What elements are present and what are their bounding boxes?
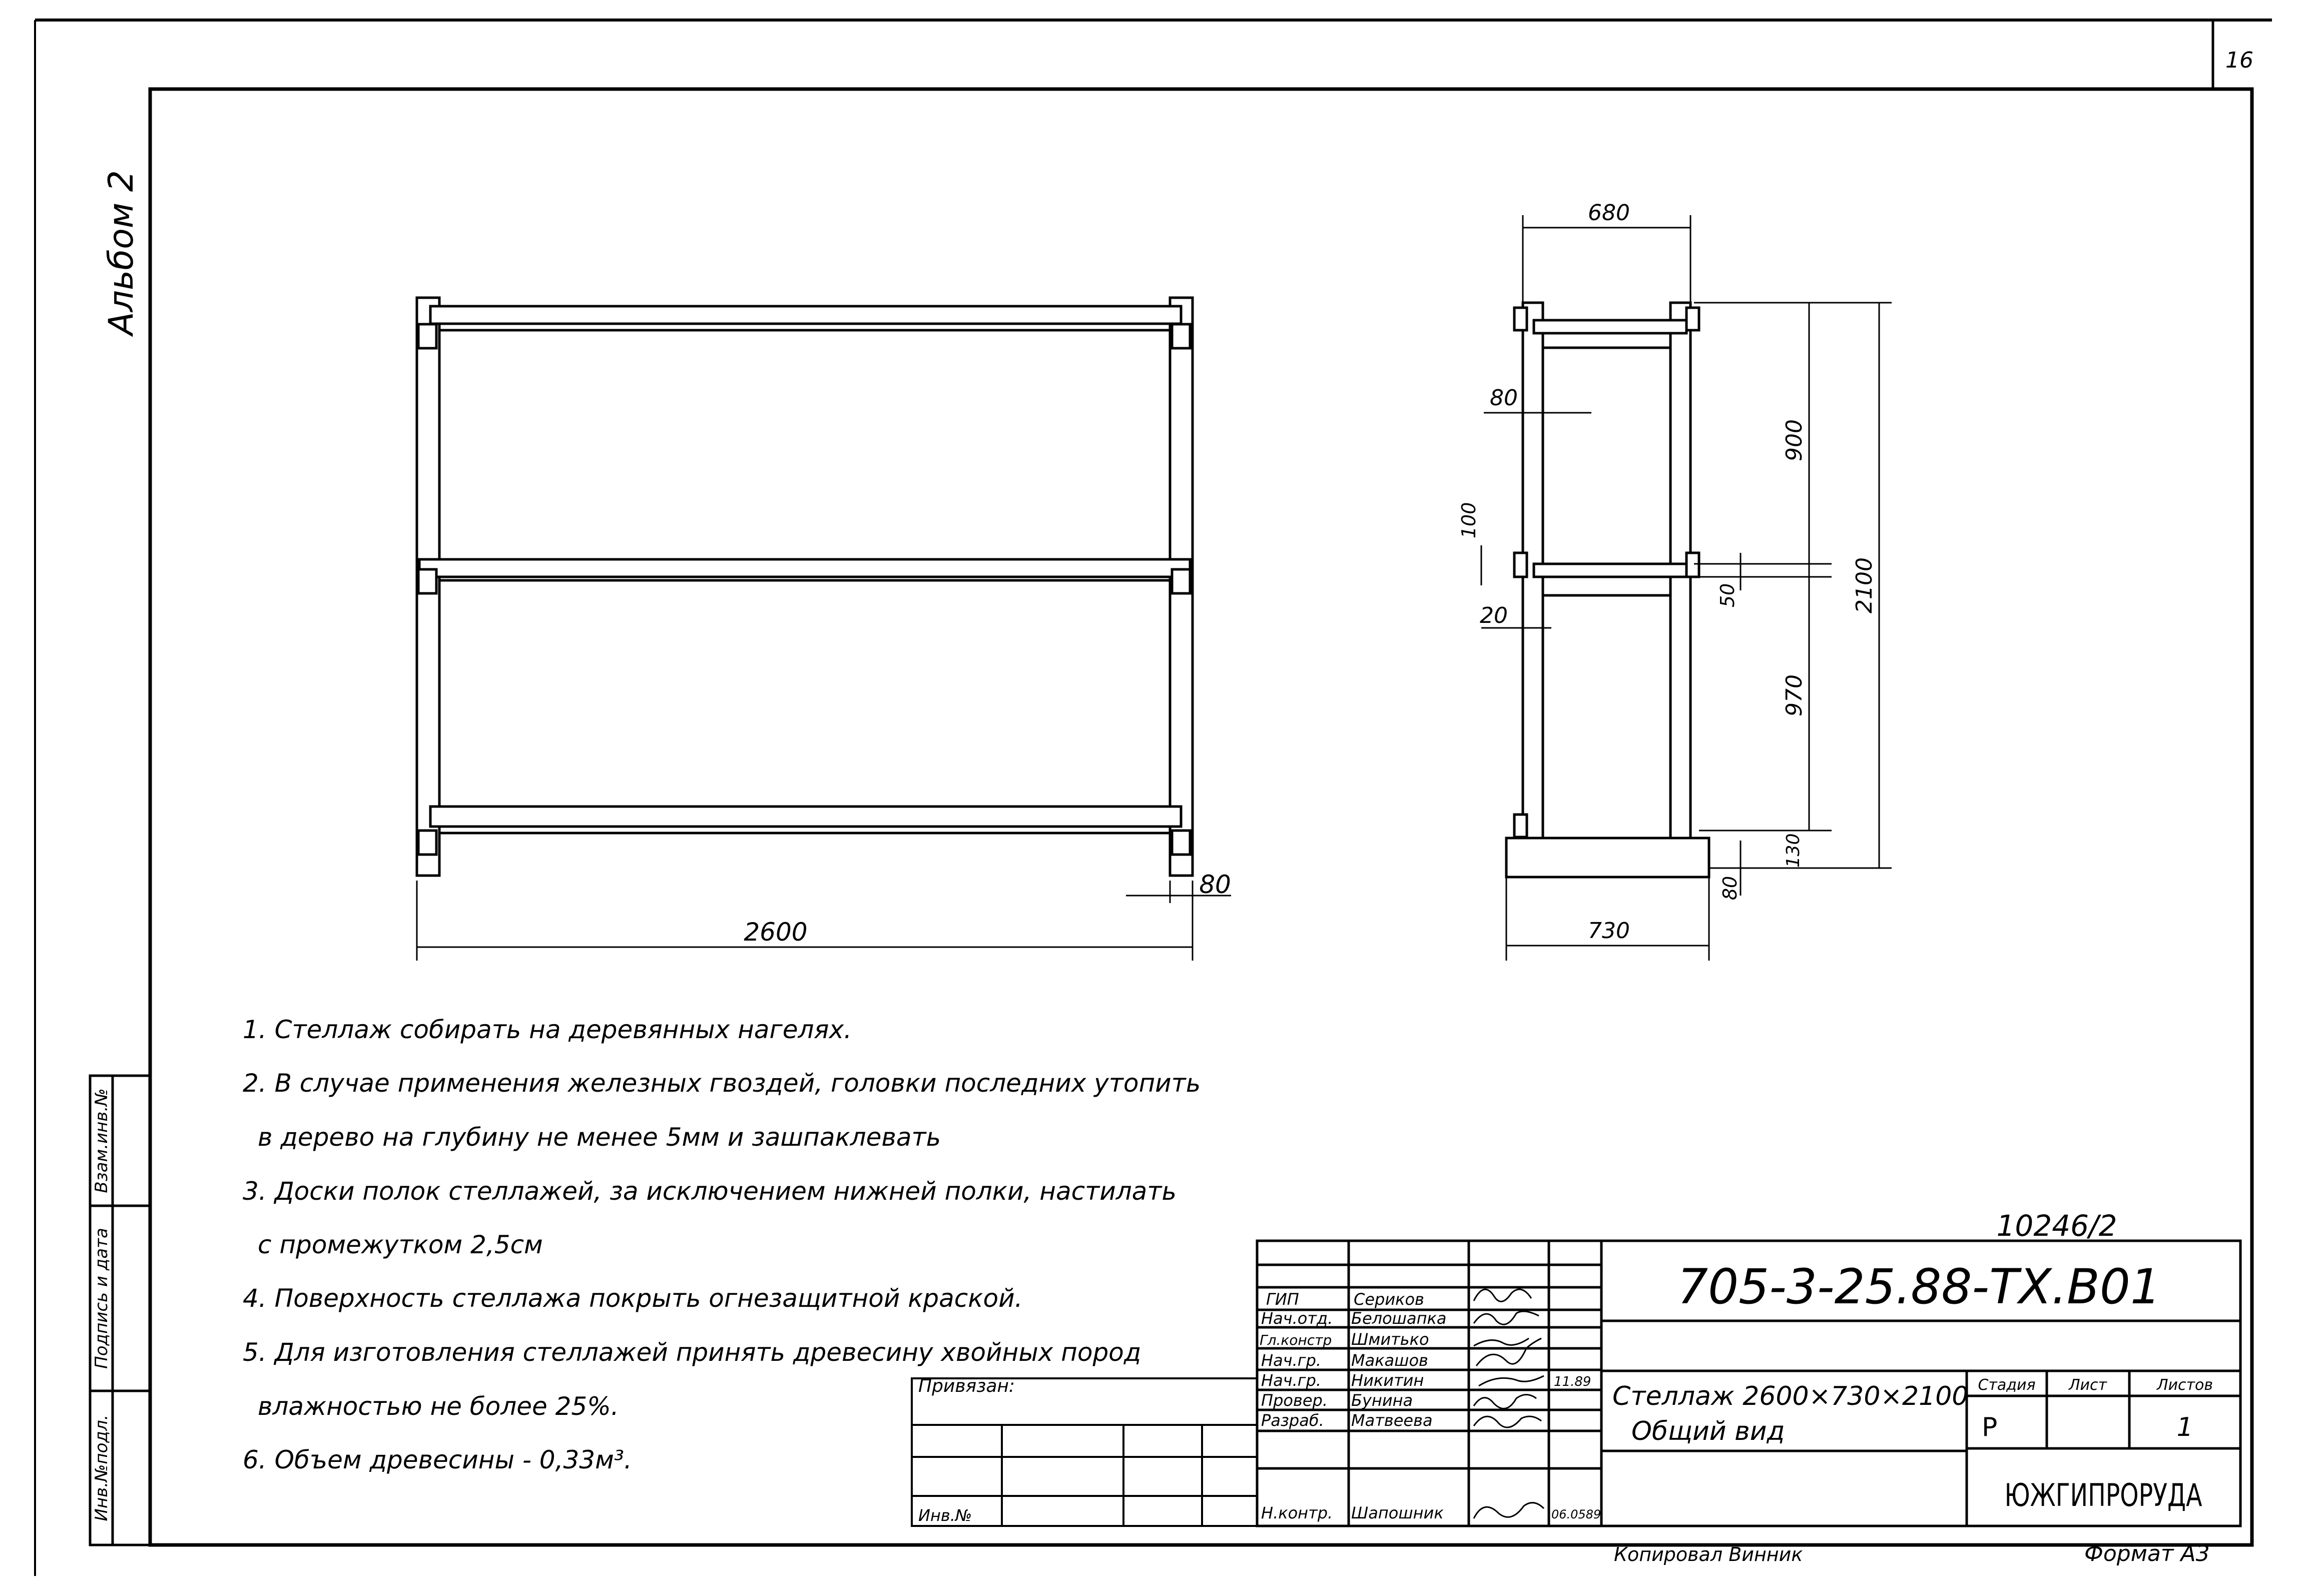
copied-by: Копировал Винник xyxy=(1614,1543,1803,1565)
drawing-frame xyxy=(34,19,2272,1576)
album-label: Альбом 2 xyxy=(102,170,141,337)
dim-side-base: 80 xyxy=(1719,876,1741,900)
note-line: 5. Для изготовления стеллажей принять др… xyxy=(243,1338,1141,1367)
stage-value: Р xyxy=(1982,1412,1997,1442)
sheets-label: Листов xyxy=(2156,1376,2213,1394)
stage-label: Стадия xyxy=(1978,1376,2035,1394)
sig-name: Бунина xyxy=(1351,1391,1413,1410)
left-margin-inv-podl: Инв.№подл. xyxy=(92,1415,112,1521)
sig-role: Провер. xyxy=(1261,1391,1328,1410)
sig-role: Нач.гр. xyxy=(1261,1371,1321,1390)
binding-privyazan: Привязан: xyxy=(918,1376,1015,1396)
title-designation: 705-3-25.88-ТХ.В01 xyxy=(1677,1259,2161,1315)
note-line: 6. Объем древесины - 0,33м³. xyxy=(243,1445,632,1474)
dim-side-shelf-thickness: 50 xyxy=(1716,583,1739,607)
sig-name: Сериков xyxy=(1354,1290,1424,1309)
left-margin-vzam-inv: Взам.инв.№ xyxy=(92,1088,112,1193)
dim-side-gap: 20 xyxy=(1480,603,1508,628)
dim-side-shelf-height-upper: 900 xyxy=(1782,419,1807,461)
sheet-label: Лист xyxy=(2068,1376,2108,1394)
organization: ЮЖГИПРОРУДА xyxy=(2005,1477,2202,1513)
note-line: с промежутком 2,5см xyxy=(258,1230,543,1259)
note-line: 1. Стеллаж собирать на деревянных нагеля… xyxy=(243,1015,852,1044)
rack-side-view xyxy=(1505,301,1710,879)
front-view-dimensions xyxy=(416,881,1231,961)
sig-name: Белошапка xyxy=(1351,1309,1446,1328)
binding-inv-no: Инв.№ xyxy=(918,1506,972,1525)
title-block xyxy=(1256,1239,2242,1527)
handwritten-signatures xyxy=(1473,1288,1545,1519)
sig-role: Нач.гр. xyxy=(1261,1351,1321,1370)
sig-name: Матвеева xyxy=(1351,1411,1433,1430)
sig-role: ГИП xyxy=(1266,1290,1299,1309)
note-line: 4. Поверхность стеллажа покрыть огнезащи… xyxy=(243,1284,1022,1313)
format-label: Формат А3 xyxy=(2084,1541,2210,1566)
note-line: влажностью не более 25%. xyxy=(258,1392,619,1421)
sig-role: Нач.отд. xyxy=(1261,1309,1333,1328)
left-margin-podpis-data: Подпись и дата xyxy=(92,1228,112,1369)
sheets-value: 1 xyxy=(2176,1412,2193,1442)
sig-role: Н.контр. xyxy=(1261,1503,1333,1522)
rack-front-view xyxy=(415,296,1194,877)
dim-front-width: 2600 xyxy=(744,918,807,947)
note-line: в дерево на глубину не менее 5мм и зашпа… xyxy=(258,1123,941,1152)
dim-side-post-width: 80 xyxy=(1490,385,1518,411)
handwritten-number: 10246/2 xyxy=(1997,1209,2117,1243)
note-line: 3. Доски полок стеллажей, за исключением… xyxy=(243,1177,1177,1206)
dim-side-bottom-shelf: 130 xyxy=(1783,834,1804,868)
dim-side-base-width: 730 xyxy=(1588,918,1630,944)
sig-name: Шмитько xyxy=(1351,1330,1429,1349)
sig-name: Шапошник xyxy=(1351,1503,1444,1522)
dim-side-top-width: 680 xyxy=(1588,200,1630,226)
sig-role: Разраб. xyxy=(1261,1411,1324,1430)
sig-name: Макашов xyxy=(1351,1351,1428,1370)
title-line1: Стеллаж 2600×730×2100 xyxy=(1612,1381,1968,1411)
notes: 1. Стеллаж собирать на деревянных нагеля… xyxy=(243,1015,1201,1474)
dim-side-shelf-height-lower: 970 xyxy=(1782,674,1807,716)
left-margin-stamp xyxy=(89,1074,152,1546)
sheet-corner-number: 16 xyxy=(2225,48,2253,73)
sig-role: Гл.констр xyxy=(1260,1332,1332,1348)
dim-front-post: 80 xyxy=(1199,870,1231,899)
sig-date: 11.89 xyxy=(1554,1374,1591,1389)
sig-date: 06.0589 xyxy=(1551,1507,1601,1521)
dim-side-board-thickness: 100 xyxy=(1458,502,1480,539)
title-line2: Общий вид xyxy=(1631,1416,1785,1446)
dim-side-total-height: 2100 xyxy=(1852,557,1877,613)
binding-block xyxy=(911,1377,1258,1527)
signature-rows: ГИП Сериков Нач.отд. Белошапка Гл.констр… xyxy=(1260,1290,1601,1522)
sig-name: Никитин xyxy=(1351,1371,1424,1390)
note-line: 2. В случае применения железных гвоздей,… xyxy=(243,1069,1201,1098)
side-view-dimensions xyxy=(1480,215,1892,961)
